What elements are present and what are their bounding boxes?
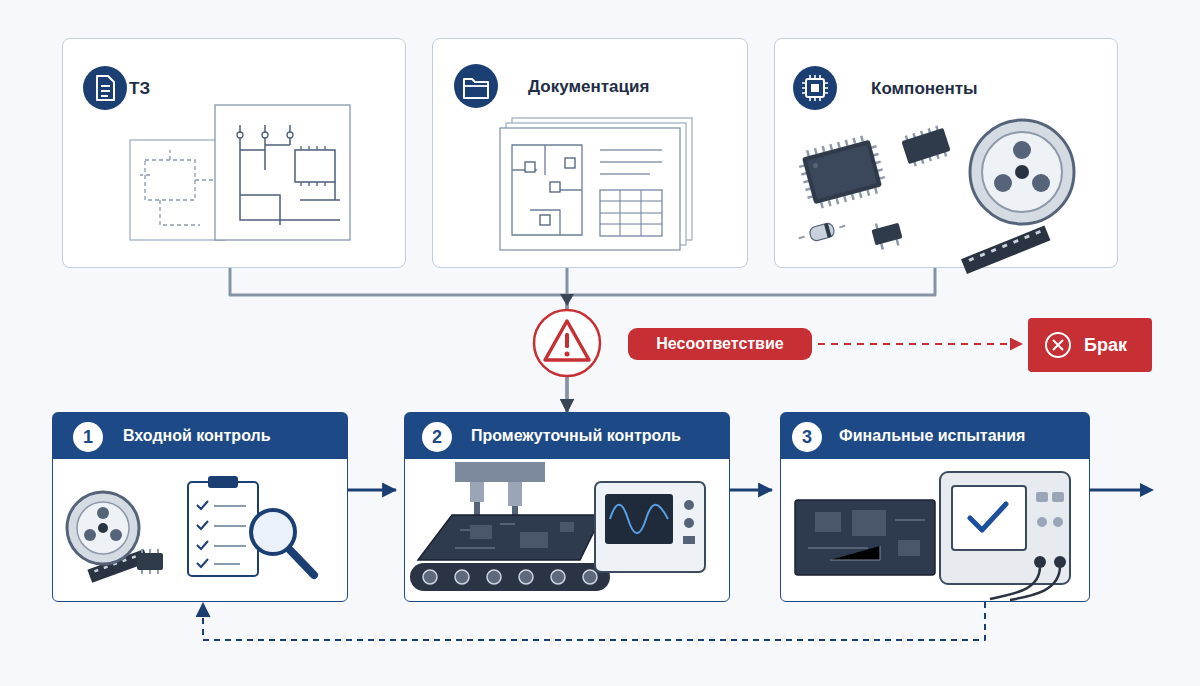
- node-label: Документация: [528, 76, 649, 98]
- flow-connector: [230, 268, 567, 412]
- input-box: ТЗ: [62, 38, 406, 268]
- output-arrow: [1090, 483, 1154, 497]
- warning-symbol: [534, 310, 600, 376]
- node-label: 3: [802, 427, 812, 447]
- step-number: 3: [792, 422, 822, 452]
- mismatch-badge: Несоответствие: [628, 328, 812, 360]
- node-label: Несоответствие: [656, 334, 783, 354]
- warning-symbol: [565, 352, 570, 357]
- output-arrow: [1140, 483, 1154, 497]
- input-box: Документация: [432, 38, 748, 268]
- flow-connector: [818, 343, 1022, 345]
- flow-connector: [730, 489, 772, 492]
- step-number: 1: [73, 422, 103, 452]
- node-label: Финальные испытания: [839, 426, 1025, 446]
- node-label: 1: [83, 427, 93, 447]
- node-label: Брак: [1084, 333, 1127, 357]
- node-label: ТЗ: [129, 78, 150, 100]
- warning-symbol: [534, 294, 600, 376]
- process-box: Промежуточный контроль 2: [404, 412, 730, 602]
- reject-box: Брак: [1028, 318, 1152, 372]
- flow-connector: [348, 489, 396, 492]
- output-arrow: [1090, 489, 1142, 492]
- process-box: Входной контроль 1: [52, 412, 348, 602]
- flow-connector: [566, 268, 569, 412]
- warning-symbol: [565, 333, 569, 348]
- input-box: Компоненты: [774, 38, 1118, 268]
- step-number: 2: [422, 422, 452, 452]
- process-box: Финальные испытания 3: [780, 412, 1090, 602]
- warning-symbol: [560, 294, 574, 306]
- flow-connector: [567, 268, 935, 412]
- node-label: Промежуточный контроль: [471, 426, 681, 446]
- node-label: 2: [432, 427, 442, 447]
- flow-connector: [203, 602, 985, 640]
- warning-symbol: [545, 321, 589, 360]
- node-label: Компоненты: [871, 78, 978, 100]
- node-label: Входной контроль: [123, 426, 271, 446]
